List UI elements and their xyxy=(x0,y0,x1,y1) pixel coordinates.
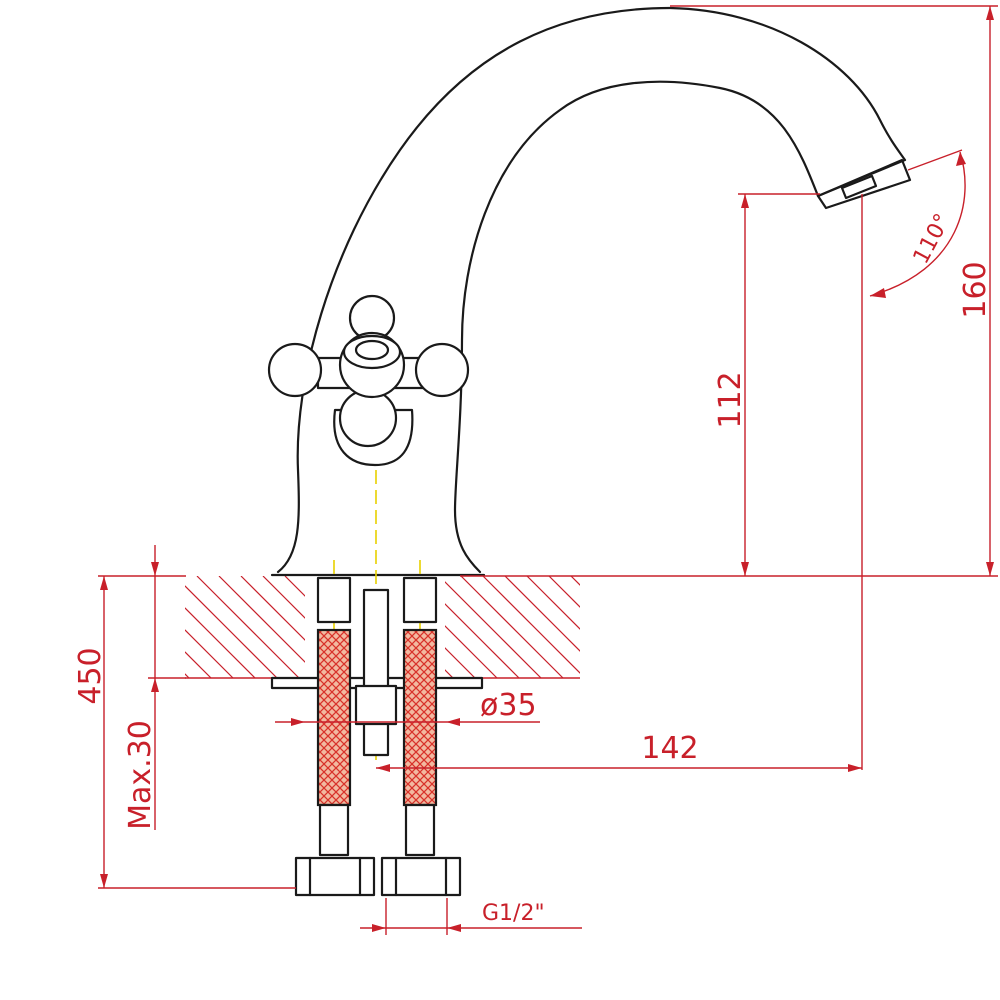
dimension-total-height: 160 xyxy=(460,5,998,577)
arrow-angle-end xyxy=(870,288,886,298)
hatch-line xyxy=(185,629,234,678)
dimension-hose-length: 450 xyxy=(73,575,296,889)
hatch-line xyxy=(526,576,580,630)
hatch-line xyxy=(185,607,256,678)
handle-cap-inner xyxy=(354,339,390,361)
hose-right-fitting-bottom xyxy=(404,803,436,857)
hose-right-nut xyxy=(380,856,462,897)
dimension-spout-reach: 142 xyxy=(376,731,862,772)
stud-nut xyxy=(354,684,398,726)
angle-leg xyxy=(907,149,963,171)
hose-right-mesh xyxy=(402,628,438,807)
hatch-line xyxy=(185,585,278,678)
arrow-g12-left xyxy=(372,924,386,932)
hatch-line xyxy=(218,576,322,678)
hose-left-fitting-bottom xyxy=(318,803,350,857)
spout-outline xyxy=(276,6,907,574)
arrow-g12-right xyxy=(447,924,461,932)
counter-thickness-label: Max.30 xyxy=(123,720,158,830)
handle-cap xyxy=(342,334,402,370)
dimension-counter-thickness: Max.30 xyxy=(123,545,186,830)
hatch-line xyxy=(548,576,580,608)
arrow-112-top xyxy=(741,194,749,208)
arrow-160-bottom xyxy=(986,562,994,576)
handle-knob-right xyxy=(414,342,470,398)
mounting-stud xyxy=(354,588,398,757)
dimension-connection-thread: G1/2" xyxy=(360,898,582,935)
arrow-142-right xyxy=(848,764,862,772)
swivel-angle-label: 110° xyxy=(909,210,956,269)
hatch-line xyxy=(615,576,717,678)
dimension-swivel-angle: 110° xyxy=(861,149,966,770)
stud-body xyxy=(362,588,390,757)
angle-arc xyxy=(869,151,966,297)
spout-reach-label: 142 xyxy=(641,731,698,766)
spout-height-label: 112 xyxy=(713,371,748,428)
cross-handle xyxy=(267,294,470,467)
hose-right-fitting-top xyxy=(402,576,438,624)
hose-left-mesh xyxy=(316,628,352,807)
hatch-line xyxy=(185,651,212,678)
aerator xyxy=(816,158,912,210)
hatch-line xyxy=(438,576,542,678)
aerator-tip xyxy=(840,174,878,200)
arrow-450-top xyxy=(100,576,108,590)
dimension-spout-height: 112 xyxy=(713,193,820,576)
total-height-label: 160 xyxy=(958,261,993,318)
arrow-35-right xyxy=(446,718,460,726)
hatch-line xyxy=(196,576,300,678)
hose-left xyxy=(294,576,376,897)
hatch-line xyxy=(570,576,580,586)
hatch-line xyxy=(637,576,739,678)
arrow-max30-top xyxy=(151,562,159,576)
hose-left-nut xyxy=(294,856,376,897)
arrow-160-top xyxy=(986,6,994,20)
arrow-450-bottom xyxy=(100,874,108,888)
hatch-line xyxy=(659,576,761,678)
arrow-angle-start xyxy=(956,152,966,166)
connection-thread-label: G1/2" xyxy=(482,901,545,926)
arrow-max30-bottom xyxy=(151,678,159,692)
handle-knob-left xyxy=(267,342,323,398)
hose-left-fitting-top xyxy=(316,576,352,624)
hatch-line xyxy=(703,576,805,678)
arrow-35-left xyxy=(291,718,305,726)
arrow-142-left xyxy=(376,764,390,772)
handle-knob-front xyxy=(338,388,398,448)
arrow-112-bottom xyxy=(741,562,749,576)
hose-right xyxy=(380,576,462,897)
dimension-mounting-hole: ø35 xyxy=(275,688,540,726)
hatch-line xyxy=(504,576,580,652)
mounting-hole-label: ø35 xyxy=(480,688,537,723)
hatch-line xyxy=(593,576,695,678)
hatch-line xyxy=(681,576,783,678)
hatch-line xyxy=(482,576,580,674)
hatch-line xyxy=(460,576,564,678)
hose-length-label: 450 xyxy=(73,647,108,704)
